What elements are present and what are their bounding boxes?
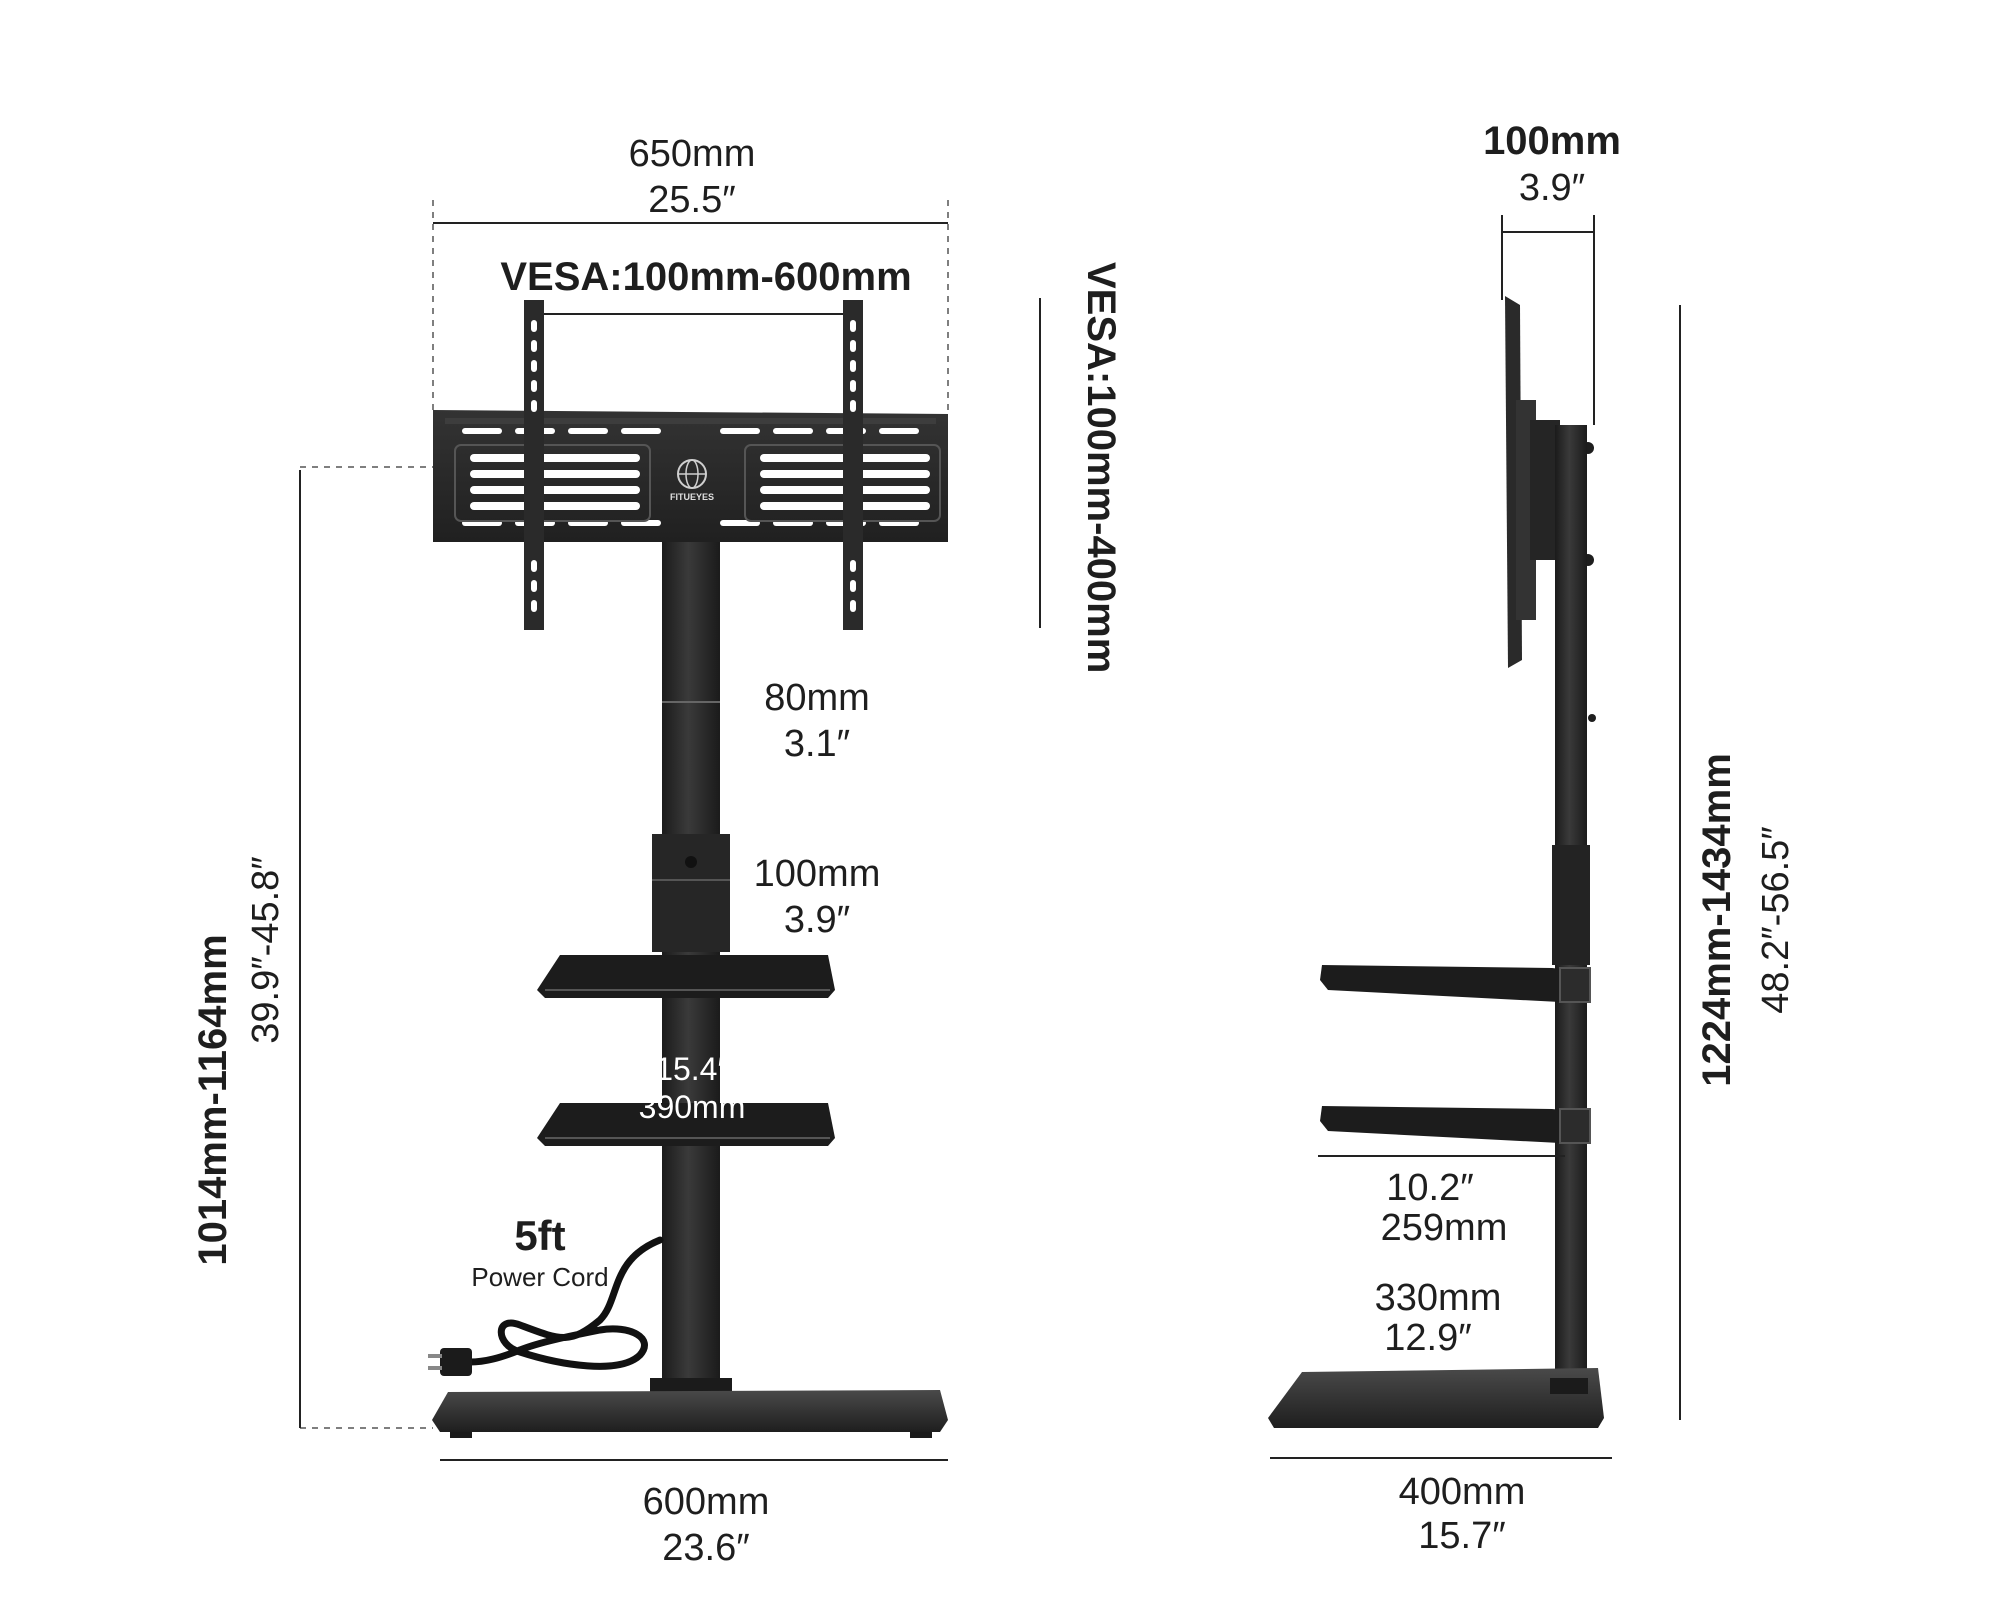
- side-bracket-depth-mm: 100mm: [1483, 119, 1621, 163]
- vesa-horizontal-label: VESA:100mm-600mm: [500, 255, 911, 299]
- side-base-offset-in: 12.9″: [1384, 1317, 1471, 1359]
- front-top-width-dimension: 650mm 25.5″: [432, 133, 949, 410]
- side-view: 100mm 3.9″ 1224mm-1434mm 48.2″-56.5″ 10.…: [1268, 119, 1797, 1557]
- power-cord-icon: [428, 1236, 664, 1376]
- front-base: [432, 1390, 948, 1432]
- cord-label: Power Cord: [471, 1262, 608, 1292]
- front-view: 650mm 25.5″ VESA:100mm-600mm VESA:100mm-…: [191, 133, 1123, 1569]
- front-height-mm: 1014mm-1164mm: [191, 934, 235, 1265]
- adjust-upper-mm: 80mm: [764, 677, 870, 719]
- side-bracket-depth-in: 3.9″: [1519, 167, 1585, 209]
- front-vesa-arm-right: [843, 300, 863, 630]
- front-width-top-in: 25.5″: [648, 179, 735, 221]
- front-base-width-in: 23.6″: [662, 1527, 749, 1569]
- adjust-lower-mm: 100mm: [754, 853, 881, 895]
- side-shelf-depth-mm: 259mm: [1381, 1207, 1508, 1249]
- front-vesa-arm-left: [524, 300, 544, 630]
- vesa-vertical-label: VESA:100mm-400mm: [1079, 262, 1123, 673]
- front-pole-collar: [652, 834, 730, 952]
- side-base-depth-in: 15.7″: [1418, 1515, 1505, 1557]
- shelf-width-in: 15.4″: [655, 1051, 729, 1087]
- side-height-in: 48.2″-56.5″: [1755, 826, 1797, 1013]
- front-base-width-mm: 600mm: [643, 1481, 770, 1523]
- front-height-dimension: 1014mm-1164mm 39.9″-45.8″: [191, 466, 433, 1429]
- front-shelf-upper: [537, 955, 835, 998]
- shelf-width-mm: 390mm: [639, 1089, 746, 1125]
- side-base-offset-mm: 330mm: [1375, 1277, 1502, 1319]
- side-shelf-depth-in: 10.2″: [1386, 1167, 1473, 1209]
- adjust-lower-in: 3.9″: [784, 899, 850, 941]
- front-width-top-mm: 650mm: [629, 133, 756, 175]
- brand-logo-icon: FITUEYES: [670, 459, 714, 502]
- side-base-depth-mm: 400mm: [1399, 1471, 1526, 1513]
- cord-length: 5ft: [514, 1212, 565, 1259]
- side-height-mm: 1224mm-1434mm: [1695, 753, 1739, 1087]
- front-height-in: 39.9″-45.8″: [245, 856, 287, 1043]
- adjust-upper-in: 3.1″: [784, 723, 850, 765]
- front-shelf-lower: [537, 1103, 835, 1146]
- side-shelf-upper: [1320, 965, 1590, 1002]
- side-base: [1268, 1368, 1604, 1428]
- brand-logo-text: FITUEYES: [670, 492, 714, 502]
- side-shelf-lower: [1320, 1106, 1590, 1143]
